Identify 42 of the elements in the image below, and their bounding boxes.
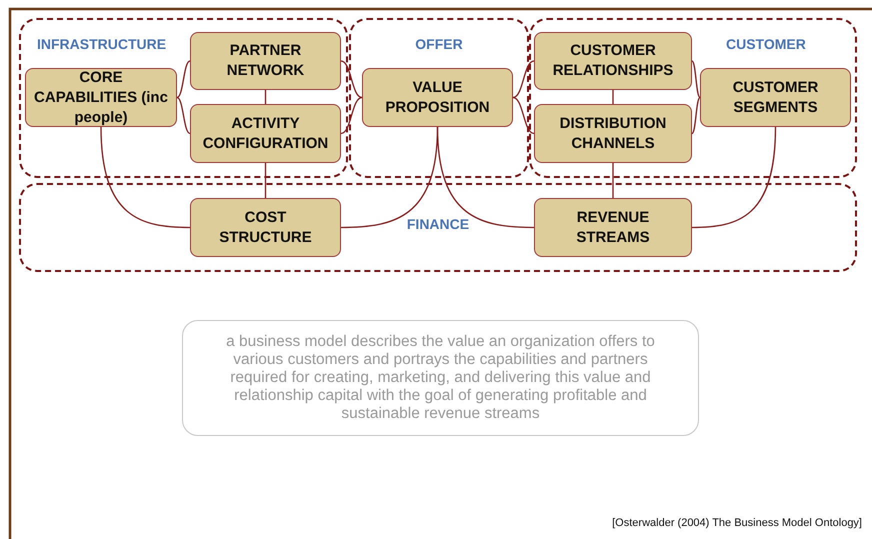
node-label: PARTNER NETWORK <box>226 41 306 81</box>
process-box <box>700 68 851 127</box>
description-text: a business model describes the value an organization offers to various customers and portrays the capabilities and partners required for creating, marketing, and delivering this value and relationship capital with the goal of generating profitable and sustainable revenue streams <box>225 333 656 423</box>
node-label: CUSTOMER SEGMENTS <box>732 78 820 118</box>
process-box <box>190 198 341 257</box>
node-label: VALUE PROPOSITION <box>384 78 491 118</box>
node-label: CORE CAPABILITIES (inc people) <box>33 68 169 128</box>
process-box <box>190 104 341 163</box>
process-box <box>362 68 513 127</box>
node-label: REVENUE STREAMS <box>575 208 651 248</box>
connector-line <box>264 90 266 104</box>
connector-line <box>176 60 190 98</box>
group-heading: FINANCE <box>406 216 470 232</box>
node-label: COST STRUCTURE <box>218 208 313 248</box>
connector-line <box>340 60 362 98</box>
process-box <box>534 198 692 257</box>
connector-line <box>340 96 362 134</box>
dashed-group-boundary <box>349 18 529 178</box>
connector-line <box>100 126 190 228</box>
description-box <box>182 320 699 436</box>
dashed-group-boundary <box>529 18 857 178</box>
connector-line <box>512 96 534 134</box>
connector-line <box>612 90 614 104</box>
group-heading: OFFER <box>415 36 463 52</box>
process-box <box>190 32 341 90</box>
process-box <box>534 32 692 90</box>
node-label: CUSTOMER RELATIONSHIPS <box>552 41 674 81</box>
citation-text: [Osterwalder (2004) The Business Model Ontology] <box>612 517 862 529</box>
connector-line <box>264 163 266 198</box>
connector-line <box>612 163 614 198</box>
node-label: DISTRIBUTION CHANNELS <box>558 114 668 154</box>
connector-line <box>692 97 700 134</box>
connector-line <box>512 60 534 98</box>
group-heading: CUSTOMER <box>726 36 806 52</box>
dashed-group-boundary <box>19 183 857 272</box>
dashed-group-boundary <box>19 18 348 178</box>
process-box <box>534 104 692 163</box>
connector-line <box>436 126 534 228</box>
connector-line <box>176 96 190 134</box>
node-label: ACTIVITY CONFIGURATION <box>202 114 330 154</box>
connector-line <box>692 126 776 228</box>
group-heading: INFRASTRUCTURE <box>37 36 166 52</box>
